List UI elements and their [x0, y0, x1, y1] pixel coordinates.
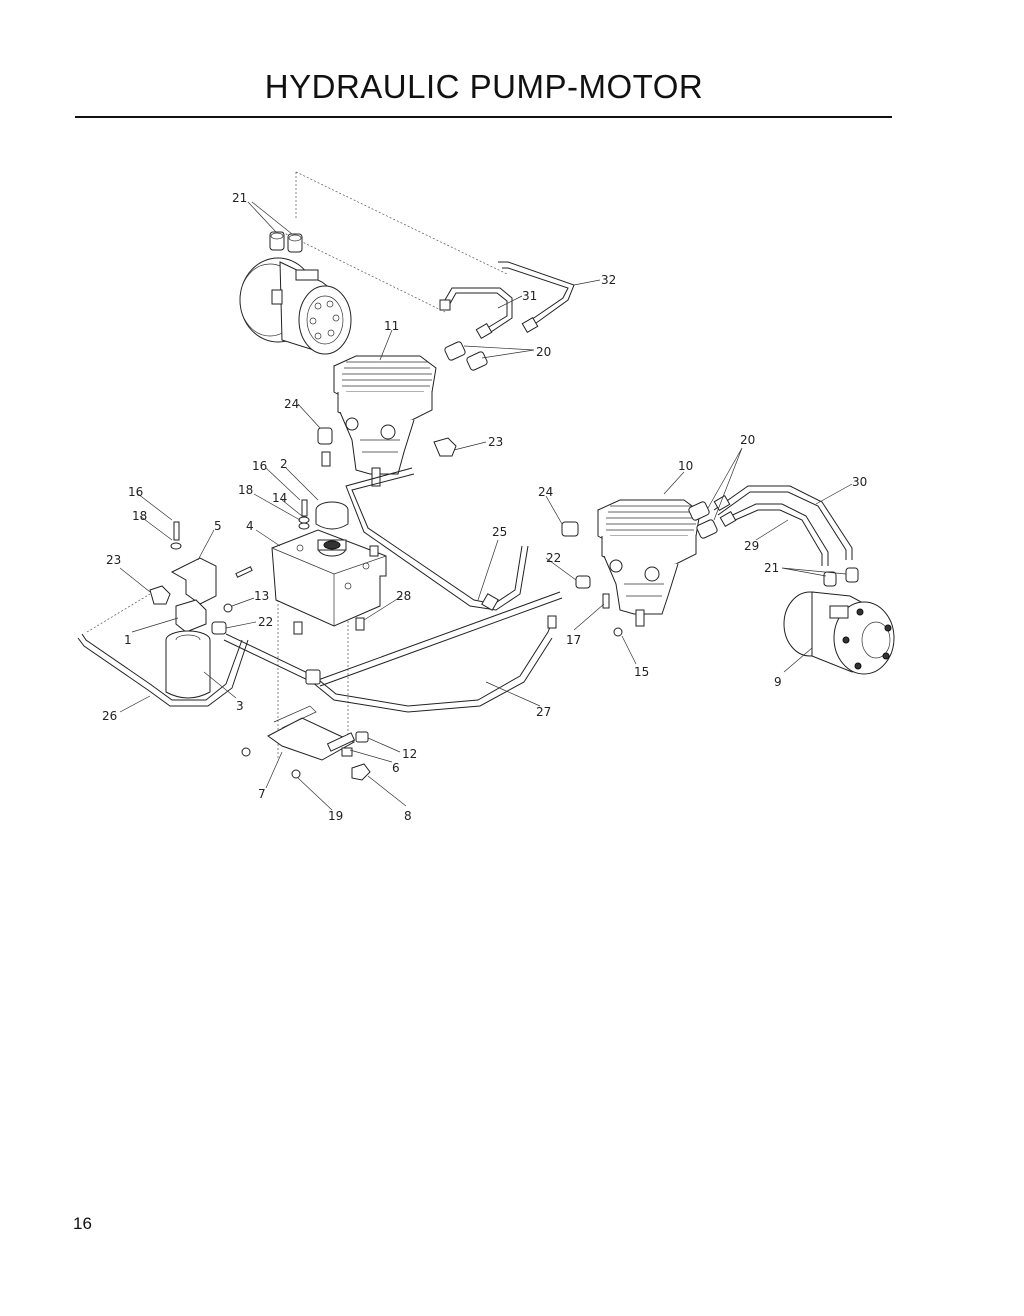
filler-cap-2: [315, 501, 349, 530]
callout-30: 30: [852, 475, 867, 489]
callout-20: 20: [740, 433, 755, 447]
fittings-20-top: [444, 341, 488, 371]
callout-19: 19: [328, 809, 343, 823]
callout-6: 6: [392, 761, 400, 775]
callout-5: 5: [214, 519, 222, 533]
callout-15: 15: [634, 665, 649, 679]
callout-32: 32: [601, 273, 616, 287]
callout-11: 11: [384, 319, 399, 333]
callout-8: 8: [404, 809, 412, 823]
bolt-16-left: [170, 521, 182, 550]
callout-14: 14: [272, 491, 287, 505]
fitting-28: [355, 617, 365, 631]
hydrostatic-pump-10: [597, 499, 701, 627]
callout-28: 28: [396, 589, 411, 603]
fitting-24-top: [317, 427, 333, 467]
callout-21: 21: [764, 561, 779, 575]
callout-24: 24: [284, 397, 299, 411]
callout-9: 9: [774, 675, 782, 689]
callout-7: 7: [258, 787, 266, 801]
callout-4: 4: [246, 519, 254, 533]
elbow-23-left: [149, 585, 171, 605]
callout-23: 23: [106, 553, 121, 567]
callout-25: 25: [492, 525, 507, 539]
title-rule: [75, 116, 892, 118]
fittings-20-right: [688, 501, 718, 539]
page-number: 16: [73, 1214, 92, 1233]
hydraulic-lines-31-32: [439, 261, 575, 340]
fitting-22-left: [211, 621, 227, 635]
callout-17: 17: [566, 633, 581, 647]
bolt-17: [602, 593, 610, 609]
callout-23: 23: [488, 435, 503, 449]
elbow-23-top: [433, 437, 457, 457]
callout-16: 16: [252, 459, 267, 473]
callout-31: 31: [522, 289, 537, 303]
filter-head-1: [175, 599, 207, 633]
callout-24: 24: [538, 485, 553, 499]
hydraulic-line-27: [223, 591, 563, 713]
callout-16: 16: [128, 485, 143, 499]
hydraulic-lines-29-30: [713, 485, 853, 566]
bolt-19: [241, 747, 301, 779]
nut-15: [613, 627, 623, 637]
callout-12: 12: [402, 747, 417, 761]
hydraulic-reservoir-4: [271, 529, 387, 627]
callout-10: 10: [678, 459, 693, 473]
fitting-24-right: [561, 521, 579, 537]
mounting-bracket-5: [170, 557, 217, 605]
hydraulic-line-25: [345, 467, 529, 611]
callout-2: 2: [280, 457, 288, 471]
fitting-12-and-6: [341, 731, 369, 757]
callout-3: 3: [236, 699, 244, 713]
leader-lines: [119, 201, 853, 811]
fitting-26-end: [293, 621, 303, 635]
callout-22: 22: [258, 615, 273, 629]
callout-26: 26: [102, 709, 117, 723]
hydraulic-line-26: [77, 633, 249, 707]
wheel-motor-left: [239, 257, 352, 355]
callout-20: 20: [536, 345, 551, 359]
oil-filter-3: [165, 630, 211, 699]
callout-13: 13: [254, 589, 269, 603]
callout-29: 29: [744, 539, 759, 553]
callout-18: 18: [238, 483, 253, 497]
callout-21: 21: [232, 191, 247, 205]
callout-27: 27: [536, 705, 551, 719]
bracket-7: [267, 705, 356, 761]
callout-1: 1: [124, 633, 132, 647]
page-title: HYDRAULIC PUMP-MOTOR: [264, 68, 704, 105]
bolt-16-washer-18-14: [298, 499, 310, 530]
callout-18: 18: [132, 509, 147, 523]
hydrostatic-pump-11: [333, 355, 437, 487]
callout-labels: 21 32 31 11 20 24 23 20 10 30 16 2 18 14…: [102, 191, 867, 823]
clip-8: [351, 763, 371, 781]
wheel-motor-right: [783, 591, 895, 675]
fittings-21-top: [269, 231, 303, 253]
screw-13: [223, 566, 253, 613]
fitting-22-right: [575, 575, 591, 589]
callout-22: 22: [546, 551, 561, 565]
reference-lines: [86, 171, 508, 760]
fittings-21-right: [823, 567, 859, 587]
